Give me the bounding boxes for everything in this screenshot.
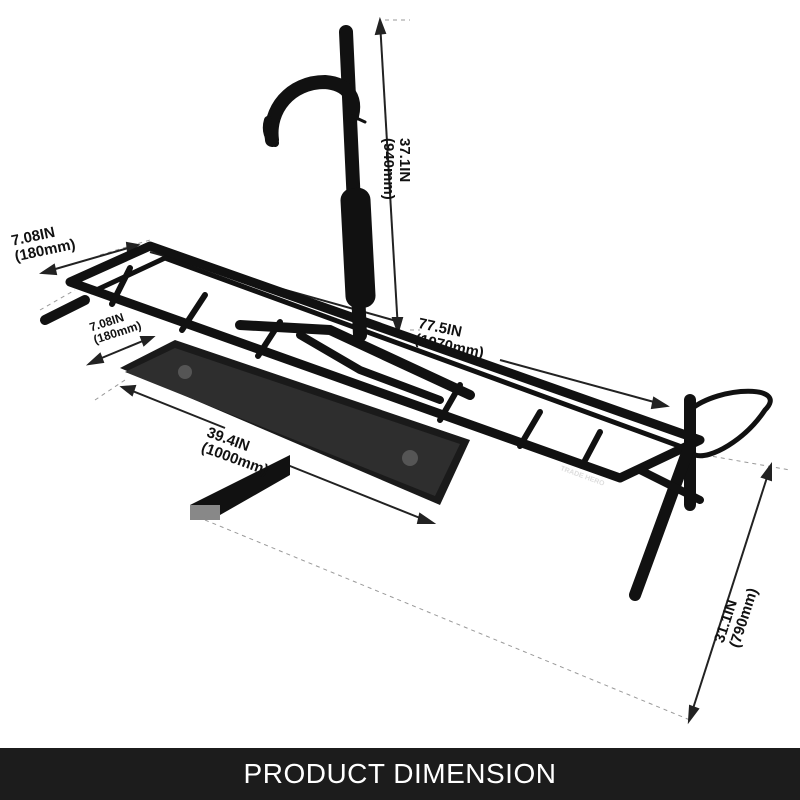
footer-banner: PRODUCT DIMENSION bbox=[0, 748, 800, 800]
mast-height-inches: 37.1IN bbox=[396, 138, 413, 183]
mast-height-mm: (940mm) bbox=[380, 138, 398, 200]
upright-mast bbox=[262, 25, 376, 342]
diamond-plate-tray bbox=[120, 340, 470, 505]
mast-height-label: 37.1IN (940mm) bbox=[380, 138, 413, 200]
footer-title: PRODUCT DIMENSION bbox=[243, 758, 557, 789]
extension-guides bbox=[39, 19, 791, 721]
hitch-receiver bbox=[190, 455, 290, 520]
rack-frame bbox=[40, 241, 773, 601]
product-illustration: TRADE HERO bbox=[39, 16, 791, 725]
